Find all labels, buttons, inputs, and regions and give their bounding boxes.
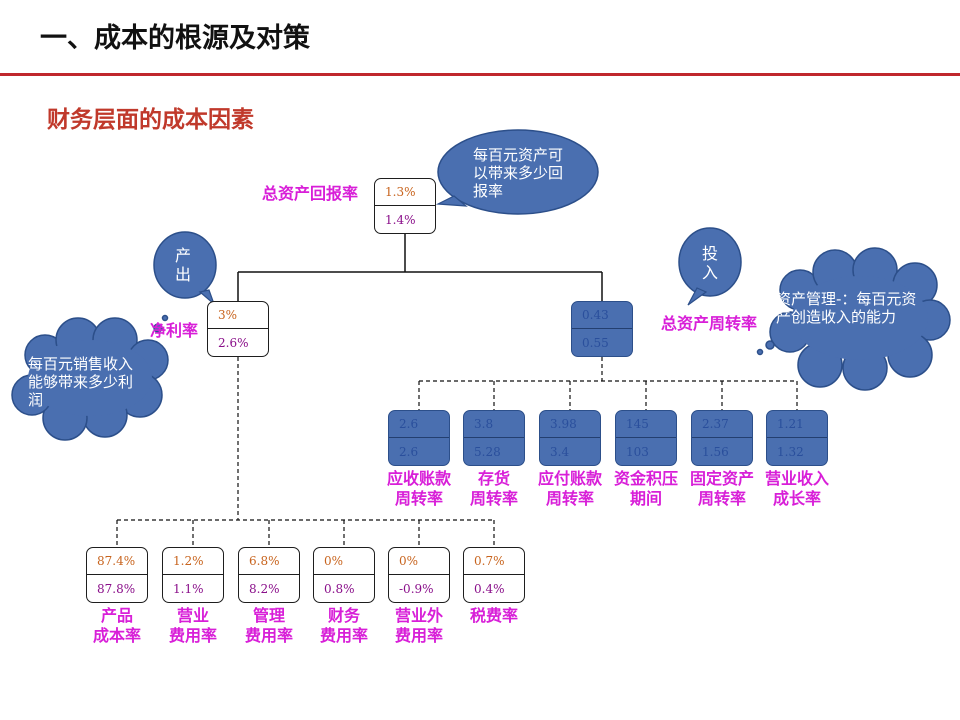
connectors-solid	[237, 233, 603, 301]
asset-turnover-node: 0.43 0.55	[571, 301, 633, 357]
cloud-asset-management-text: 资产管理-：每百元资 产创造收入的能力	[776, 290, 917, 326]
node-value-bottom: 1.32	[777, 445, 804, 459]
asset-turnover-value-bottom: 0.55	[582, 336, 609, 350]
node-value-top: 2.6	[399, 417, 419, 431]
turnover-label-cash-cycle: 资金积压 期间	[613, 469, 678, 508]
node-value-bottom: 3.4	[550, 445, 570, 459]
node-divider	[692, 437, 752, 438]
node-divider	[389, 437, 449, 438]
cloud-per-hundred-sales-text: 每百元销售收入 能够带来多少利 润	[28, 355, 134, 409]
cloud-asset-management	[756, 247, 951, 391]
node-divider	[375, 205, 435, 206]
turnover-node-fixed-assets: 2.37 1.56	[691, 410, 753, 466]
node-value-top: 0%	[399, 554, 419, 568]
asset-turnover-label: 总资产周转率	[661, 314, 758, 333]
turnover-label-inventory: 存货 周转率	[469, 469, 518, 508]
node-value-top: 2.37	[702, 417, 729, 431]
bubble-output	[153, 231, 217, 306]
node-value-top: 1.2%	[173, 554, 204, 568]
cost-label-tax-rate: 税费率	[469, 606, 518, 625]
turnover-node-revenue-growth: 1.21 1.32	[766, 410, 828, 466]
node-divider	[572, 328, 632, 329]
node-divider	[389, 574, 449, 575]
node-divider	[163, 574, 223, 575]
section-title: 财务层面的成本因素	[47, 107, 254, 133]
node-value-bottom: 5.28	[474, 445, 501, 459]
turnover-label-fixed-assets: 固定资产 周转率	[689, 469, 754, 508]
cost-label-non-operating-expense: 营业外 费用率	[394, 606, 443, 645]
cloud-per-hundred-sales	[11, 314, 169, 441]
node-value-bottom: 2.6	[399, 445, 419, 459]
cost-node-non-operating-expense: 0% -0.9%	[388, 547, 450, 603]
node-divider	[87, 574, 147, 575]
node-value-bottom: 87.8%	[97, 582, 136, 596]
node-divider	[616, 437, 676, 438]
node-value-bottom: 1.56	[702, 445, 729, 459]
node-divider	[314, 574, 374, 575]
node-divider	[239, 574, 299, 575]
turnover-label-payables: 应付账款 周转率	[537, 469, 602, 508]
turnover-node-receivables: 2.6 2.6	[388, 410, 450, 466]
turnover-label-revenue-growth: 营业收入 成长率	[764, 469, 829, 508]
node-value-top: 1.21	[777, 417, 804, 431]
turnover-node-cash-cycle: 145 103	[615, 410, 677, 466]
bubble-output-text: 产 出	[175, 246, 192, 284]
net-margin-label: 净利率	[150, 321, 199, 340]
node-divider	[208, 328, 268, 329]
node-divider	[464, 437, 524, 438]
cost-node-operating-expense: 1.2% 1.1%	[162, 547, 224, 603]
cost-node-product-cost: 87.4% 87.8%	[86, 547, 148, 603]
net-margin-node: 3% 2.6%	[207, 301, 269, 357]
node-value-top: 0.7%	[474, 554, 505, 568]
node-value-bottom: 0.8%	[324, 582, 355, 596]
node-value-top: 6.8%	[249, 554, 280, 568]
node-value-top: 0%	[324, 554, 344, 568]
node-value-bottom: 103	[626, 445, 649, 459]
node-value-top: 3.8	[474, 417, 494, 431]
cost-label-finance-expense: 财务 费用率	[319, 606, 368, 645]
cost-label-operating-expense: 营业 费用率	[168, 606, 217, 645]
net-margin-value-bottom: 2.6%	[218, 336, 249, 350]
node-value-bottom: 0.4%	[474, 582, 505, 596]
page-title: 一、成本的根源及对策	[40, 23, 310, 54]
bubble-input	[678, 227, 742, 306]
net-margin-value-top: 3%	[218, 308, 238, 322]
node-value-top: 3.98	[550, 417, 577, 431]
connectors-dashed	[116, 357, 798, 547]
turnover-node-inventory: 3.8 5.28	[463, 410, 525, 466]
cost-label-admin-expense: 管理 费用率	[244, 606, 293, 645]
root-node: 1.3% 1.4%	[374, 178, 436, 234]
cost-node-admin-expense: 6.8% 8.2%	[238, 547, 300, 603]
cost-node-tax-rate: 0.7% 0.4%	[463, 547, 525, 603]
node-value-top: 145	[626, 417, 649, 431]
asset-turnover-value-top: 0.43	[582, 308, 609, 322]
node-divider	[767, 437, 827, 438]
node-value-bottom: -0.9%	[399, 582, 434, 596]
node-divider	[464, 574, 524, 575]
node-value-top: 87.4%	[97, 554, 136, 568]
cost-label-product-cost: 产品 成本率	[92, 606, 141, 645]
node-value-bottom: 8.2%	[249, 582, 280, 596]
node-divider	[540, 437, 600, 438]
bubble-per-hundred-assets	[435, 129, 599, 215]
title-underline	[0, 73, 960, 76]
turnover-node-payables: 3.98 3.4	[539, 410, 601, 466]
root-label: 总资产回报率	[262, 184, 359, 203]
root-value-bottom: 1.4%	[385, 213, 416, 227]
bubble-input-text: 投 入	[702, 244, 719, 282]
turnover-label-receivables: 应收账款 周转率	[386, 469, 451, 508]
cost-node-finance-expense: 0% 0.8%	[313, 547, 375, 603]
root-value-top: 1.3%	[385, 185, 416, 199]
bubble-per-hundred-assets-text: 每百元资产可 以带来多少回 报率	[473, 146, 564, 200]
node-value-bottom: 1.1%	[173, 582, 204, 596]
